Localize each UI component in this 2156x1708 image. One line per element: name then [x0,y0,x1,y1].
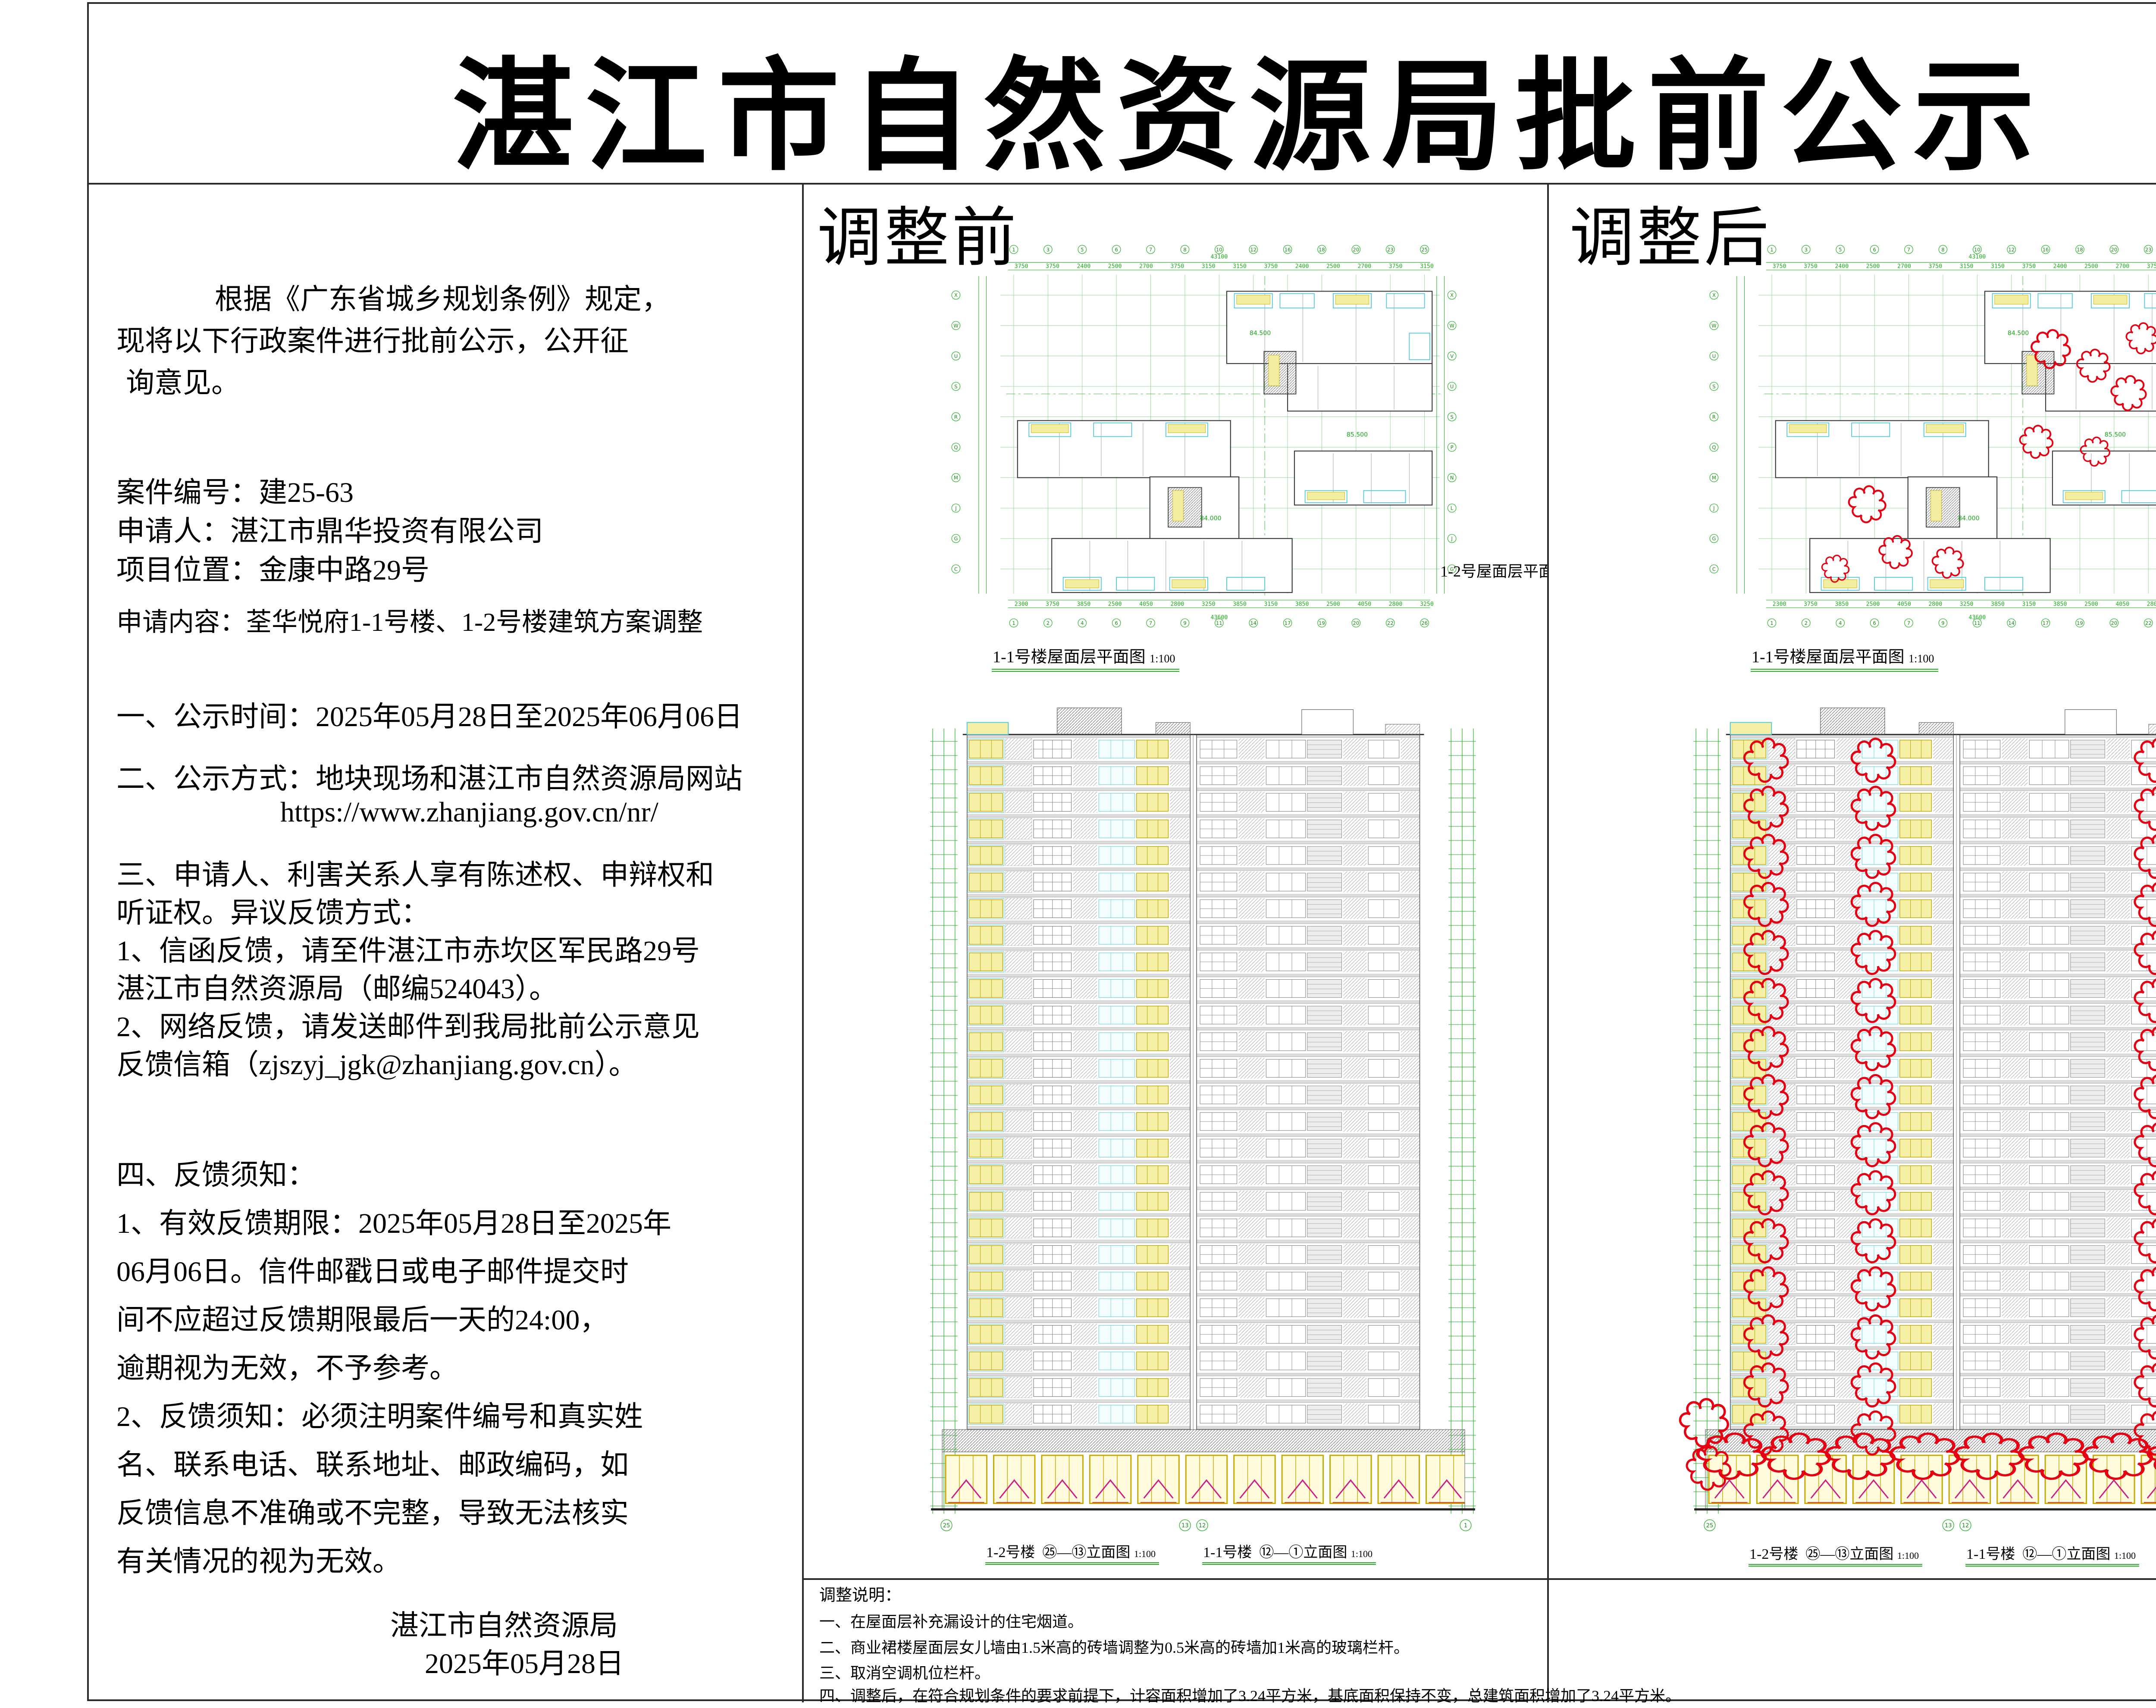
item4-line-8: 反馈信息不准确或不完整，导致无法核实 [116,1498,629,1529]
applicant: 申请人：湛江市鼎华投资有限公司 [116,516,543,547]
item3-line-4: 湛江市自然资源局（邮编524043）。 [116,973,558,1005]
elevation-before-caption-left: 1-2号楼 ㉕—⑬立面图 1:100 [985,1540,1159,1565]
plan-after-caption: 1-1号楼屋面层平面图 1:100 [1751,643,1939,672]
elevation-after-drawing [1677,678,2156,1545]
item4-line-4: 间不应超过反馈期限最后一天的24:00， [116,1304,608,1336]
notice-item-3-block: 三、申请人、利害关系人享有陈述权、申辩权和 听证权。异议反馈方式： 1、信函反馈… [116,856,714,1084]
intro-line-3: 询意见。 [126,367,240,399]
plan-before-side-caption: 1-2号屋面层平面图 1:100 [1439,559,1547,581]
view-scale: 1:100 [2114,1550,2136,1561]
building-name: 1-1号楼 [1203,1545,1252,1561]
item3-line-6: 反馈信箱（zjszyj_jgk@zhanjiang.gov.cn）。 [116,1049,637,1081]
view-name: ⑫—①立面图 [1259,1545,1348,1561]
building-name: 1-2号楼 [986,1545,1035,1561]
plan-after-drawing [1709,244,2156,628]
notes-item-2: 二、商业裙楼屋面层女儿墙由1.5米高的砖墙调整为0.5米高的砖墙加1米高的玻璃栏… [819,1639,1410,1656]
view-name: ㉕—⑬立面图 [1042,1545,1131,1561]
plan-before-drawing [951,244,1457,628]
view-scale: 1:100 [1134,1548,1156,1559]
left-panel-divider [802,183,804,1702]
notice-item-2-url: https://www.zhanjiang.gov.cn/nr/ [280,796,658,828]
building-name: 1-2号楼 [1749,1546,1799,1562]
elevation-before-caption-right: 1-1号楼 ⑫—①立面图 1:100 [1202,1540,1376,1565]
building-name: 1-1号楼 [1966,1546,2015,1562]
request-content: 申请内容：荃华悦府1-1号楼、1-2号楼建筑方案调整 [116,608,703,636]
view-name: ⑫—①立面图 [2022,1546,2111,1562]
intro-line-2: 现将以下行政案件进行批前公示，公开征 [116,326,629,357]
mid-panel-divider [1547,183,1549,1702]
item4-line-1: 四、反馈须知： [116,1160,316,1191]
view-scale: 1:100 [1351,1548,1373,1559]
case-number: 案件编号：建25-63 [116,477,354,508]
notes-separator-line [802,1578,2156,1580]
page-title: 湛江市自然资源局批前公示 [452,50,2046,185]
item4-line-6: 2、反馈须知：必须注明案件编号和真实姓 [116,1401,643,1432]
elevation-after-caption-left: 1-2号楼 ㉕—⑬立面图 1:100 [1749,1542,1922,1567]
title-separator-line [87,183,2156,185]
plan-after-caption-scale: 1:100 [1908,652,1934,665]
item4-line-5: 逾期视为无效，不予参考。 [116,1353,458,1384]
intro-line-1: 根据《广东省城乡规划条例》规定， [215,284,670,315]
notice-item-4-block: 四、反馈须知： 1、有效反馈期限：2025年05月28日至2025年 06月06… [116,1151,671,1586]
item4-line-2: 1、有效反馈期限：2025年05月28日至2025年 [116,1208,671,1239]
plan-before-caption: 1-1号楼屋面层平面图 1:100 [992,643,1180,672]
signature-date: 2025年05月28日 [425,1648,624,1680]
project-location: 项目位置：金康中路29号 [116,555,429,586]
side-caption-text: 1-2号屋面层平面图 [1440,563,1547,580]
item3-line-3: 1、信函反馈，请至件湛江市赤坎区军民路29号 [116,935,700,967]
item4-line-3: 06月06日。信件邮戳日或电子邮件提交时 [116,1256,629,1288]
notes-item-4: 四、调整后，在符合规划条件的要求前提下，计容面积增加了3.24平方米，基底面积保… [819,1687,1681,1705]
signature: 湛江市自然资源局 [390,1610,618,1642]
before-label: 调整前 [817,203,1019,274]
elevation-after-caption-right: 1-1号楼 ⑫—①立面图 1:100 [1965,1542,2139,1567]
item4-line-7: 名、联系电话、联系地址、邮政编码，如 [116,1449,629,1481]
view-scale: 1:100 [1897,1550,1919,1561]
notes-item-1: 一、在屋面层补充漏设计的住宅烟道。 [819,1613,1084,1630]
elevation-before-drawing [913,678,1493,1545]
plan-after-caption-text: 1-1号楼屋面层平面图 [1752,648,1905,666]
after-label: 调整后 [1570,203,1772,274]
sheet-border [87,2,2156,1701]
notice-item-1: 一、公示时间：2025年05月28日至2025年06月06日 [116,701,743,733]
item3-line-1: 三、申请人、利害关系人享有陈述权、申辩权和 [116,859,714,891]
plan-before-caption-text: 1-1号楼屋面层平面图 [993,648,1146,666]
notes-item-3: 三、取消空调机位栏杆。 [819,1664,990,1682]
item4-line-9: 有关情况的视为无效。 [116,1546,401,1577]
notes-title: 调整说明： [819,1586,902,1605]
item3-line-5: 2、网络反馈，请发送邮件到我局批前公示意见 [116,1011,700,1043]
view-name: ㉕—⑬立面图 [1805,1546,1894,1562]
item3-line-2: 听证权。异议反馈方式： [116,897,429,929]
notice-item-2: 二、公示方式：地块现场和湛江市自然资源局网站 [116,763,743,795]
plan-before-caption-scale: 1:100 [1150,652,1175,665]
